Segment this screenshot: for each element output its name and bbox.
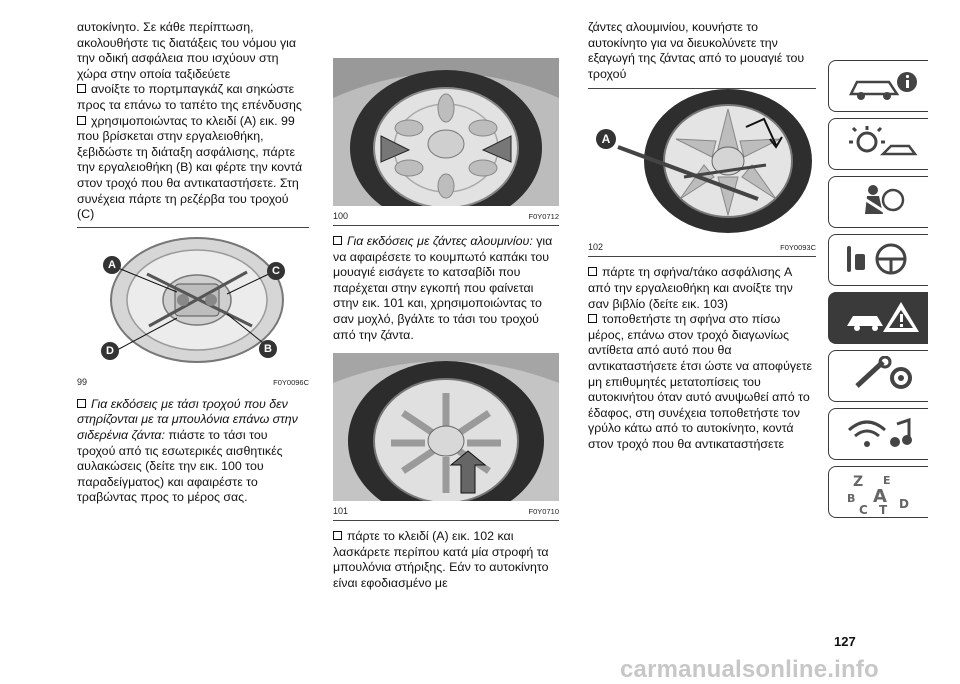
callout-a: A	[103, 255, 121, 274]
callout-d: D	[101, 341, 119, 360]
chapter-tabs: Z E B A C T D	[828, 60, 928, 524]
figure-rule	[333, 520, 559, 522]
figure-code: F0Y0712	[528, 212, 559, 221]
spare-wheel-tray-image: A C B D	[77, 233, 309, 372]
figure-code: F0Y0093C	[780, 243, 816, 253]
tab-index[interactable]: Z E B A C T D	[828, 466, 928, 518]
svg-text:D: D	[899, 497, 909, 511]
figure-code: F0Y0710	[528, 507, 559, 517]
steering-driving-icon	[847, 243, 907, 275]
figure-caption: 99 F0Y0096C	[77, 375, 309, 389]
figure-code: F0Y0096C	[273, 377, 309, 387]
callout-a: A	[596, 129, 616, 150]
figure-101: 101 F0Y0710	[333, 353, 559, 522]
right-column: ζάντες αλουμινίου, κουνήστε το αυτοκίνητ…	[588, 20, 816, 453]
tab-dashboard[interactable]	[828, 118, 928, 170]
paragraph: ζάντες αλουμινίου, κουνήστε το αυτοκίνητ…	[588, 20, 805, 81]
figure-rule	[588, 256, 816, 258]
bullet-item: τοποθετήστε τη σφήνα στο πίσω μέρος, επά…	[588, 312, 816, 452]
bullet-item: χρησιμοποιώντας το κλειδί (A) εικ. 99 πο…	[77, 114, 309, 223]
figure-caption: 102 F0Y0093C	[588, 240, 816, 254]
bullet-item: πάρτε τη σφήνα/τάκο ασφάλισης A από την …	[588, 265, 816, 312]
figure-rule	[77, 226, 309, 228]
left-column: αυτοκίνητο. Σε κάθε περίπτωση, ακολουθήσ…	[77, 20, 309, 506]
figure-99: A C B D 99 F0Y0096C	[77, 226, 309, 389]
figure-caption: 100 F0Y0712	[333, 209, 559, 223]
tab-safety[interactable]	[828, 176, 928, 228]
figure-number: 99	[77, 376, 88, 387]
bullet-item: ανοίξτε το πορτμπαγκάζ και σηκώστε προς …	[77, 82, 309, 113]
index-icon: Z E B A C T D	[847, 474, 909, 516]
tab-car-info[interactable]	[828, 60, 928, 112]
middle-column: 100 F0Y0712 Για εκδόσεις με ζάντες αλουμ…	[333, 58, 559, 592]
figure-rule	[333, 225, 559, 226]
figure-number: 102	[588, 242, 604, 253]
svg-text:A: A	[873, 486, 887, 507]
tab-emergency[interactable]	[828, 292, 928, 344]
airbag-safety-icon	[862, 185, 905, 214]
maintenance-icon	[855, 356, 912, 389]
svg-text:Z: Z	[853, 474, 863, 490]
bullet-italic-lead: Για εκδόσεις με ζάντες αλουμινίου:	[347, 234, 533, 248]
figure-100: 100 F0Y0712	[333, 58, 559, 226]
figure-number: 101	[333, 506, 349, 517]
bullet-text: πιάστε το τάσι του τροχού από τις εσωτερ…	[77, 427, 283, 505]
tab-driving[interactable]	[828, 234, 928, 286]
bullet-italic-lead: Για εκδόσεις με τάσι τροχού που δεν στηρ…	[77, 396, 298, 442]
figure-number: 100	[333, 211, 349, 221]
watermark[interactable]: carmanualsonline.info	[620, 656, 879, 683]
tab-multimedia[interactable]	[828, 408, 928, 460]
callout-c: C	[267, 261, 285, 280]
emergency-icon	[847, 302, 919, 332]
dashboard-lights-icon	[849, 126, 918, 156]
bullet-item: Για εκδόσεις με τάσι τροχού που δεν στηρ…	[77, 397, 309, 506]
alloy-wheel-image	[333, 353, 559, 502]
bullet-item: πάρτε το κλειδί (A) εικ. 102 και λασκάρε…	[333, 529, 559, 591]
svg-text:E: E	[883, 474, 891, 487]
svg-text:T: T	[879, 503, 888, 516]
multimedia-icon	[848, 417, 912, 447]
bullet-item: Για εκδόσεις με ζάντες αλουμινίου: για ν…	[333, 234, 559, 343]
bullet-text: για να αφαιρέσετε το κουμπωτό καπάκι του…	[333, 234, 553, 342]
wheel-hubcap-image	[333, 58, 559, 206]
svg-text:B: B	[847, 492, 855, 505]
callout-b: B	[259, 339, 277, 358]
figure-caption: 101 F0Y0710	[333, 504, 559, 518]
figure-rule	[588, 88, 816, 90]
tab-maintenance[interactable]	[828, 350, 928, 402]
figure-102: A 102 F0Y0093C	[588, 88, 816, 258]
wheel-wrench-image: A	[588, 89, 816, 238]
svg-text:C: C	[859, 503, 868, 516]
paragraph: αυτοκίνητο. Σε κάθε περίπτωση, ακολουθήσ…	[77, 20, 297, 81]
car-info-icon	[848, 72, 917, 100]
page-number: 127	[834, 634, 856, 649]
